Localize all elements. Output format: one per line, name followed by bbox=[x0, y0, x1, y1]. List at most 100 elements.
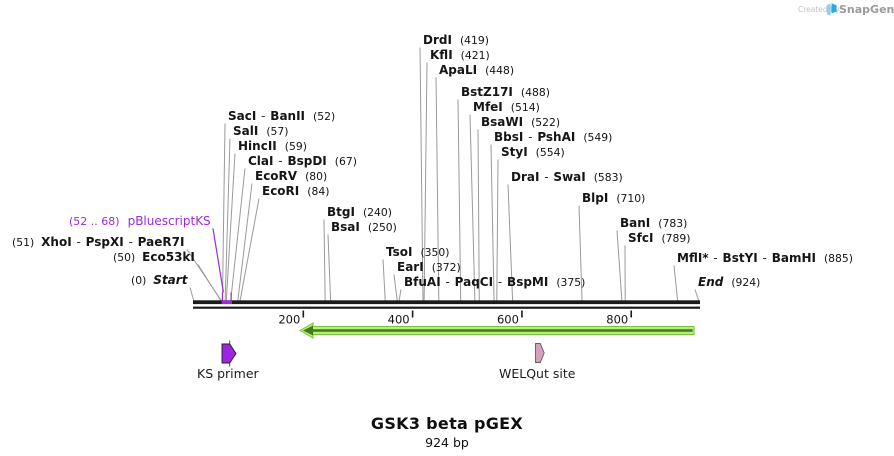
site-label-drai: DraI - SwaI(583) bbox=[511, 170, 623, 185]
reverse-feature-arrowhead bbox=[303, 325, 314, 336]
site-position: (419) bbox=[459, 34, 489, 47]
leader-line-start bbox=[189, 287, 195, 302]
leader-line-bsawi bbox=[477, 129, 480, 302]
leader-line-eari bbox=[393, 274, 398, 302]
site-position: (710) bbox=[616, 192, 646, 205]
site-position: (51) bbox=[12, 236, 35, 249]
site-position: (514) bbox=[510, 101, 540, 114]
ruler-number-800: 800 bbox=[606, 313, 628, 327]
map-title: GSK3 beta pGEX bbox=[370, 414, 524, 433]
ruler-tick-600 bbox=[521, 310, 523, 318]
site-position: (549) bbox=[583, 131, 613, 144]
site-label-sali: SalI(57) bbox=[233, 124, 289, 139]
leader-line-saci bbox=[221, 123, 226, 302]
site-position: (421) bbox=[460, 49, 490, 62]
site-label-bsai: BsaI(250) bbox=[331, 220, 397, 235]
site-position: (488) bbox=[520, 86, 550, 99]
watermark-created-by: Created by bbox=[798, 5, 840, 14]
site-label-bbsi: BbsI - PshAI(549) bbox=[494, 130, 613, 145]
site-position: (375) bbox=[556, 276, 586, 289]
site-position: (350) bbox=[420, 246, 450, 259]
site-position: (250) bbox=[367, 221, 397, 234]
site-label-eco53ki: (50)Eco53kI bbox=[113, 250, 195, 265]
site-position: (67) bbox=[334, 155, 357, 168]
leader-line-bbsi bbox=[490, 144, 495, 302]
leader-line-btgi bbox=[323, 219, 326, 302]
ruler-tick-800 bbox=[630, 310, 633, 318]
ruler-tick-200 bbox=[302, 310, 305, 318]
site-label-tsoi: TsoI(350) bbox=[386, 245, 450, 260]
leader-line-kfli bbox=[423, 62, 428, 302]
site-label-mfli: MflI* - BstYI - BamHI(885) bbox=[677, 251, 854, 266]
region-segment bbox=[221, 300, 232, 304]
leader-line-eco53ki bbox=[197, 264, 222, 302]
ruler-number-600: 600 bbox=[497, 313, 519, 327]
leader-line-bfuai bbox=[398, 289, 402, 302]
site-position: (57) bbox=[266, 125, 289, 138]
site-label-styi: StyI(554) bbox=[501, 145, 565, 160]
sequence-line bbox=[193, 300, 700, 305]
leader-line-bani bbox=[616, 230, 623, 302]
site-position: (372) bbox=[431, 261, 461, 274]
site-position: (84) bbox=[307, 185, 330, 198]
site-label-start: (0)Start bbox=[131, 273, 188, 288]
site-position: (554) bbox=[535, 146, 565, 159]
sequence-line-lower bbox=[193, 306, 700, 309]
site-position: (240) bbox=[362, 206, 392, 219]
site-label-end: End(924) bbox=[698, 275, 761, 290]
leader-line-drdi bbox=[419, 47, 424, 302]
map-length: 924 bp bbox=[425, 435, 469, 450]
site-label-clai: ClaI - BspDI(67) bbox=[248, 154, 357, 169]
leader-line-mfli bbox=[673, 265, 679, 302]
leader-line-ecorv bbox=[237, 183, 253, 302]
leader-line-bstz17i bbox=[457, 99, 462, 302]
leader-line-tsoi bbox=[382, 259, 386, 302]
site-label-btgi: BtgI(240) bbox=[327, 205, 392, 220]
snapgene-watermark: Created by SnapGene bbox=[0, 0, 894, 20]
leader-line-bsai bbox=[327, 234, 332, 302]
site-label-bsawi: BsaWI(522) bbox=[481, 115, 561, 130]
site-label-ecorv: EcoRV(80) bbox=[255, 169, 328, 184]
ks-primer-label: KS primer bbox=[197, 366, 259, 381]
region-leader-line bbox=[212, 228, 225, 293]
welqut-site-label: WELQut site bbox=[499, 366, 576, 381]
site-label-ecori: EcoRI(84) bbox=[262, 184, 330, 199]
watermark-brand: SnapGene bbox=[839, 3, 894, 16]
site-position: (80) bbox=[305, 170, 328, 183]
site-label-eari: EarI(372) bbox=[397, 260, 461, 275]
site-position: (522) bbox=[531, 116, 561, 129]
site-position: (52) bbox=[313, 110, 336, 123]
site-label-sfci: SfcI(789) bbox=[628, 231, 691, 246]
leader-line-styi bbox=[496, 159, 499, 302]
title-block: GSK3 beta pGEX 924 bp bbox=[0, 414, 894, 450]
site-label-bfuai: BfuAI - PaqCI - BspMI(375) bbox=[404, 275, 586, 290]
site-label-kfli: KflI(421) bbox=[430, 48, 490, 63]
site-position: (448) bbox=[485, 64, 515, 77]
leader-line-ecori bbox=[239, 198, 260, 302]
site-label-drdi: DrdI(419) bbox=[423, 33, 489, 48]
site-label-xhoi: (51)XhoI - PspXI - PaeR7I bbox=[12, 235, 185, 250]
leader-line-clai bbox=[230, 168, 246, 302]
site-position: (59) bbox=[284, 140, 307, 153]
welqut-site-arrow-icon bbox=[535, 343, 545, 363]
leader-line-hincii bbox=[225, 153, 236, 302]
leader-line-blpi bbox=[578, 205, 583, 302]
ruler-tick-400 bbox=[411, 310, 414, 318]
site-label-mfei: MfeI(514) bbox=[473, 100, 540, 115]
site-label-apali: ApaLI(448) bbox=[439, 63, 515, 78]
site-position: (789) bbox=[661, 232, 691, 245]
ks-primer-arrow-icon bbox=[221, 343, 237, 364]
site-label-blpi: BlpI(710) bbox=[582, 191, 646, 206]
site-position: (0) bbox=[131, 274, 147, 287]
site-position: (885) bbox=[823, 252, 854, 265]
site-label-saci: SacI - BanII(52) bbox=[228, 109, 336, 124]
leader-line-apali bbox=[435, 77, 440, 302]
leader-line-sali bbox=[224, 138, 231, 302]
site-label-hincii: HincII(59) bbox=[238, 139, 307, 154]
leader-line-mfei bbox=[469, 114, 476, 302]
site-position: (924) bbox=[731, 276, 761, 289]
site-position: (783) bbox=[658, 217, 688, 230]
snapgene-logo-icon bbox=[827, 3, 837, 16]
